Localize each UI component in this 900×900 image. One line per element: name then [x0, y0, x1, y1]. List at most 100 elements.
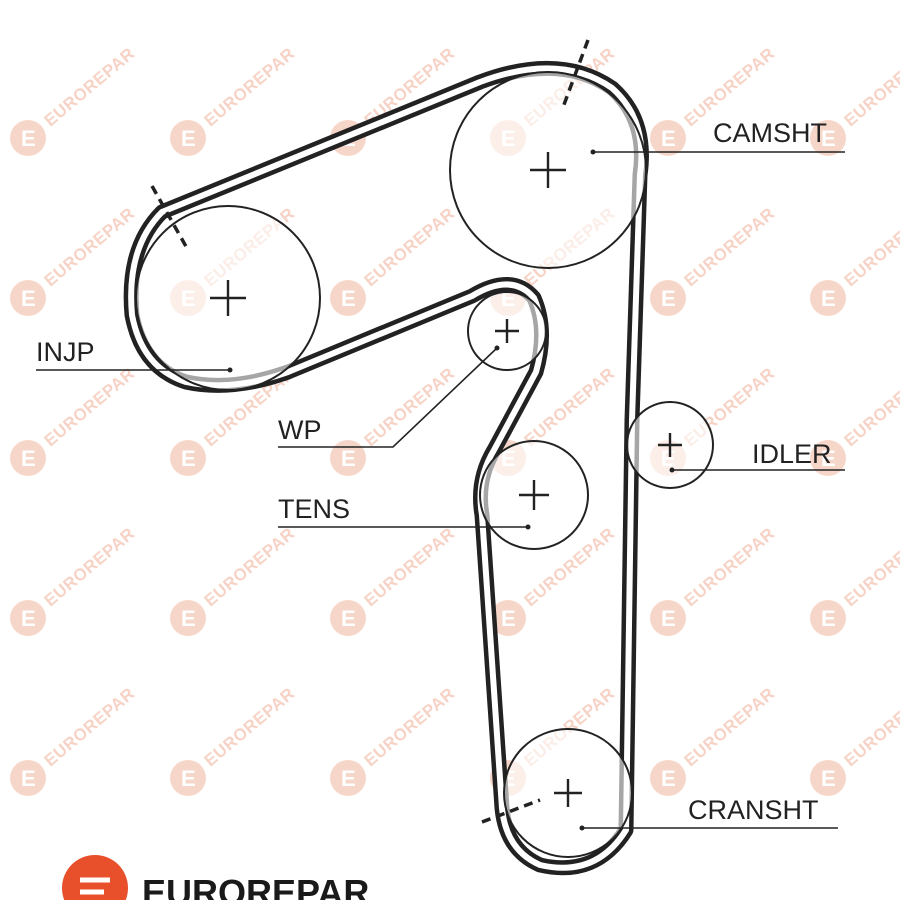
camshaft-pulley	[449, 71, 647, 269]
watermark-badge-letter: E	[21, 766, 36, 791]
watermark-text: EUROREPAR	[841, 364, 900, 450]
watermark-badge-letter: E	[341, 286, 356, 311]
watermark-badge-icon	[650, 760, 686, 796]
eurorepar-logo: EUROREPAR	[62, 855, 369, 900]
water-pump-pulley	[467, 291, 547, 371]
injection-pump-label: INJP	[36, 337, 95, 367]
water-pump-leader-line	[278, 347, 498, 448]
watermark-text: EUROREPAR	[41, 204, 139, 290]
camshaft-timing-mark	[560, 39, 590, 111]
timing-belt	[123, 60, 649, 876]
tensioner-pulley	[479, 440, 589, 550]
watermark-badge-icon	[330, 440, 366, 476]
water-pump-label: WP	[278, 415, 322, 445]
watermark-text: EUROREPAR	[681, 204, 779, 290]
watermark-badge-letter: E	[21, 126, 36, 151]
watermark-badge-icon	[170, 120, 206, 156]
watermark-badge-letter: E	[821, 286, 836, 311]
watermark-badge-icon	[650, 600, 686, 636]
watermark-badge-letter: E	[21, 446, 36, 471]
watermark-badge-icon	[10, 760, 46, 796]
watermark-badge-icon	[170, 600, 206, 636]
watermark-badge-letter: E	[181, 126, 196, 151]
watermark-text: EUROREPAR	[41, 684, 139, 770]
injection-pump-leader-dot	[227, 367, 233, 373]
watermark-badge-icon	[170, 440, 206, 476]
watermark-badge-icon	[490, 600, 526, 636]
watermark-text: EUROREPAR	[361, 684, 459, 770]
watermark-text: EUROREPAR	[361, 524, 459, 610]
injection-pump-pulley	[135, 205, 321, 391]
watermark-badge-letter: E	[821, 606, 836, 631]
watermark-badge-letter: E	[181, 766, 196, 791]
watermark-badge-icon	[650, 280, 686, 316]
watermark-badge-letter: E	[501, 606, 516, 631]
watermark-badge-letter: E	[661, 286, 676, 311]
watermark-badge-letter: E	[821, 766, 836, 791]
watermark-badge-icon	[10, 440, 46, 476]
watermark-text: EUROREPAR	[361, 364, 459, 450]
watermark-badge-letter: E	[661, 766, 676, 791]
water-pump-leader-dot	[494, 345, 500, 351]
watermark-badge-letter: E	[821, 446, 836, 471]
watermark-badge-icon	[330, 280, 366, 316]
watermark-badge-icon	[10, 120, 46, 156]
tensioner-leader-dot	[525, 524, 531, 530]
watermark-text: EUROREPAR	[681, 524, 779, 610]
watermark-badge-icon	[330, 600, 366, 636]
watermark-text: EUROREPAR	[841, 204, 900, 290]
crankshaft-leader-dot	[579, 825, 585, 831]
tensioner-label: TENS	[278, 494, 350, 524]
watermark-text: EUROREPAR	[361, 204, 459, 290]
watermark-badge-letter: E	[181, 606, 196, 631]
crankshaft-timing-mark	[481, 798, 541, 824]
watermark-badge-icon	[10, 280, 46, 316]
watermark-badge-letter: E	[341, 606, 356, 631]
idler-leader-dot	[669, 467, 675, 473]
camshaft-leader-dot	[590, 149, 596, 155]
watermark-badge-icon	[330, 760, 366, 796]
watermark-text: EUROREPAR	[841, 44, 900, 130]
watermark-text: EUROREPAR	[841, 524, 900, 610]
watermark-text: EUROREPAR	[201, 524, 299, 610]
watermark-badge-letter: E	[661, 606, 676, 631]
watermark-text: EUROREPAR	[201, 684, 299, 770]
crankshaft-label: CRANSHT	[688, 795, 819, 825]
camshaft-label: CAMSHT	[713, 118, 827, 148]
watermark-badge-letter: E	[21, 286, 36, 311]
watermark-badge-letter: E	[341, 766, 356, 791]
watermark-text: EUROREPAR	[201, 44, 299, 130]
injection-pump-timing-mark	[150, 185, 190, 251]
watermark-badge-icon	[170, 760, 206, 796]
watermark-badge-letter: E	[21, 606, 36, 631]
watermark-badge-letter: E	[181, 446, 196, 471]
brand-name: EUROREPAR	[142, 872, 369, 900]
watermark-text: EUROREPAR	[681, 684, 779, 770]
watermark-badge-icon	[650, 120, 686, 156]
watermark-text: EUROREPAR	[41, 44, 139, 130]
watermark-badge-icon	[810, 760, 846, 796]
watermark-badge-icon	[810, 440, 846, 476]
watermark-badge-icon	[10, 600, 46, 636]
watermark-text: EUROREPAR	[841, 684, 900, 770]
watermark-badge-letter: E	[341, 446, 356, 471]
idler-pulley	[626, 401, 714, 489]
crankshaft-pulley	[503, 728, 633, 858]
